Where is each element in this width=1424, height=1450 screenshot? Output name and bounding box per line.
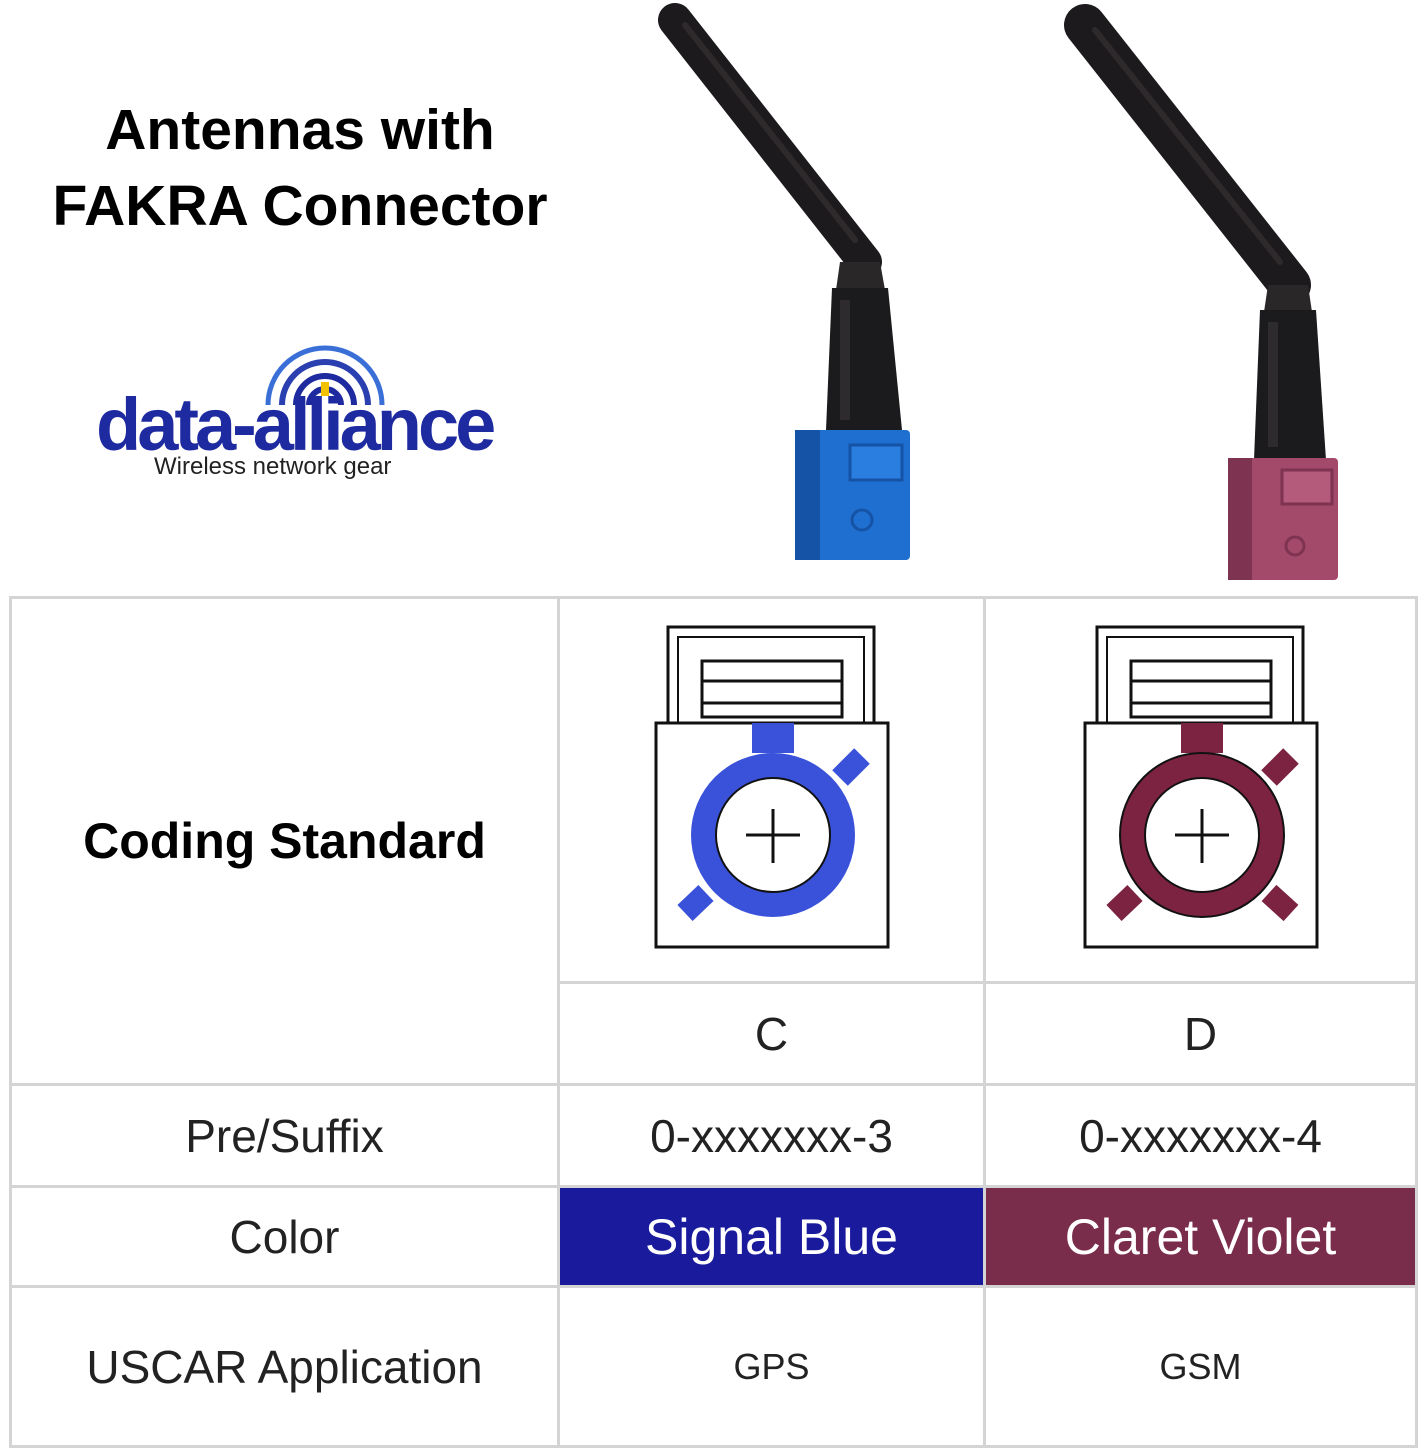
coding-diagram-d — [983, 596, 1418, 984]
application-d: GSM — [983, 1285, 1418, 1448]
color-label: Color — [9, 1185, 560, 1288]
antenna-blue-connector-image — [658, 3, 910, 560]
prefix-label: Pre/Suffix — [9, 1083, 560, 1188]
title-line-2: FAKRA Connector — [52, 174, 548, 238]
logo-tagline: Wireless network gear — [154, 453, 392, 480]
page-title: Antennas with FAKRA Connector — [20, 92, 580, 244]
antenna-claret-connector-image — [1064, 4, 1338, 580]
data-alliance-logo: data-alliance Wireless network gear — [90, 325, 500, 490]
prefix-d: 0-xxxxxxx-4 — [983, 1083, 1418, 1188]
wireless-signal-icon — [265, 345, 385, 406]
fakra-d-coding-icon — [1083, 625, 1318, 948]
logo-wordmark: data-alliance — [96, 383, 496, 466]
coding-diagram-c — [557, 596, 986, 984]
title-line-1: Antennas with — [105, 98, 495, 162]
color-claret-violet: Claret Violet — [983, 1185, 1418, 1288]
application-c: GPS — [557, 1285, 986, 1448]
prefix-c: 0-xxxxxxx-3 — [557, 1083, 986, 1188]
fakra-c-coding-icon — [654, 625, 889, 948]
uscar-application-label: USCAR Application — [9, 1285, 560, 1448]
coding-code-d: D — [983, 981, 1418, 1086]
coding-code-c: C — [557, 981, 986, 1086]
coding-standard-label: Coding Standard — [9, 596, 560, 1086]
fakra-coding-table: Coding Standard — [9, 596, 1418, 1448]
color-signal-blue: Signal Blue — [557, 1185, 986, 1288]
